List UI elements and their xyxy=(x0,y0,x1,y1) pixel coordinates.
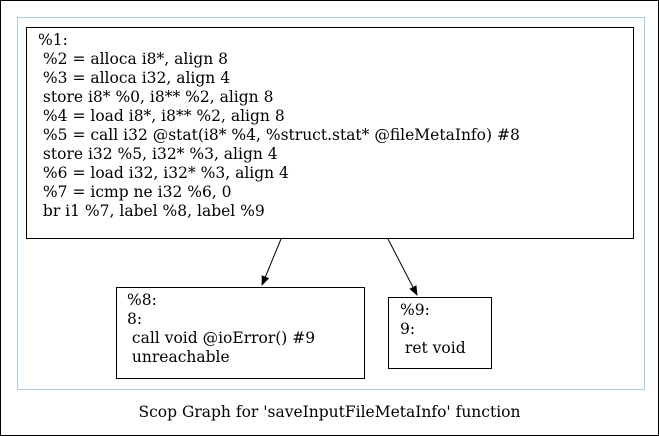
node-line: %7 = icmp ne i32 %6, 0 xyxy=(38,183,232,201)
basic-block-node-8: %8: 8: call void @ioError() #9 unreachab… xyxy=(116,287,365,379)
node-line: unreachable xyxy=(127,348,230,366)
node-line: %9: xyxy=(400,301,430,319)
node-line: 8: xyxy=(127,310,143,328)
node-line: %6 = load i32, i32* %3, align 4 xyxy=(38,164,289,182)
basic-block-node-9: %9: 9: ret void xyxy=(388,297,492,369)
basic-block-node-1: %1: %2 = alloca i8*, align 8 %3 = alloca… xyxy=(26,27,634,239)
node-line: 9: xyxy=(400,320,416,338)
node-line: %1: xyxy=(38,31,68,49)
graph-caption: Scop Graph for 'saveInputFileMetaInfo' f… xyxy=(138,403,521,421)
node-line: store i32 %5, i32* %3, align 4 xyxy=(38,145,278,163)
node-line: %4 = load i8*, i8** %2, align 8 xyxy=(38,107,285,125)
node-line: call void @ioError() #9 xyxy=(127,329,316,347)
scop-cluster xyxy=(17,17,645,390)
node-line: store i8* %0, i8** %2, align 8 xyxy=(38,88,274,106)
node-line: %8: xyxy=(127,291,157,309)
node-line: %2 = alloca i8*, align 8 xyxy=(38,50,228,68)
node-line: br i1 %7, label %8, label %9 xyxy=(38,202,265,220)
node-line: %5 = call i32 @stat(i8* %4, %struct.stat… xyxy=(38,126,520,144)
node-line: ret void xyxy=(400,339,466,357)
node-line: %3 = alloca i32, align 4 xyxy=(38,69,231,87)
